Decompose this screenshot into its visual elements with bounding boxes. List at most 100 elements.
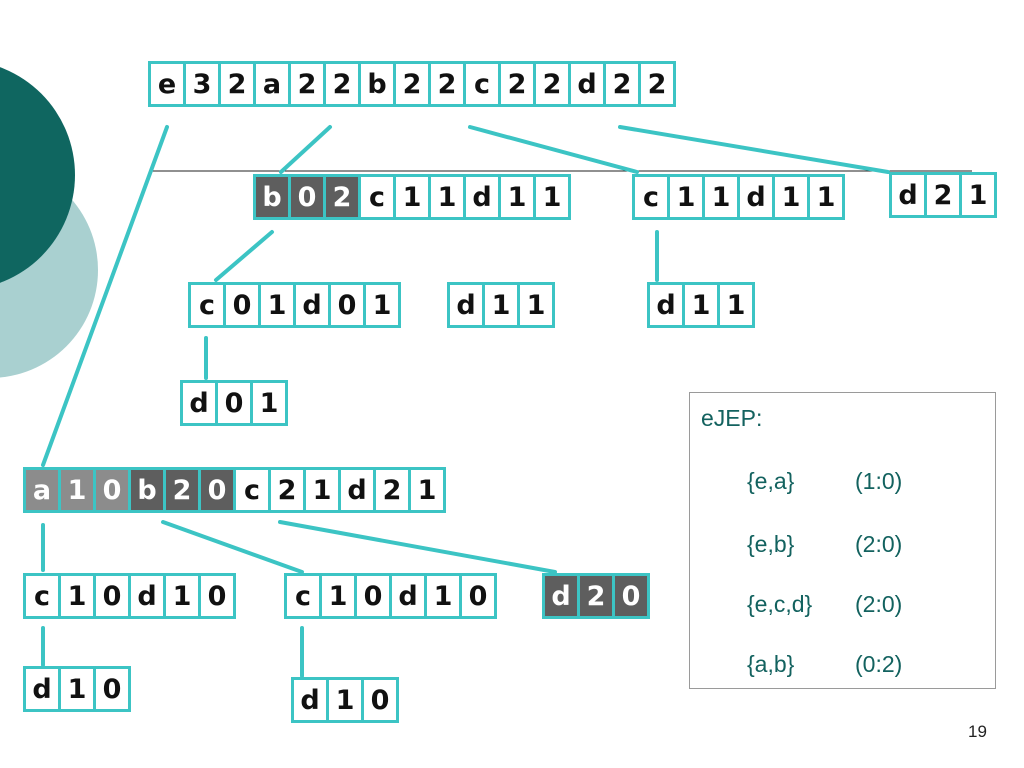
node-cell: 2 [428,61,466,107]
node-cell: b [253,174,291,220]
node-cell: 1 [58,467,96,513]
node-cell: 0 [361,677,399,723]
node-cell: d [737,174,775,220]
node-cell: 2 [268,467,306,513]
node-cell: 0 [612,573,650,619]
node-cell: d [542,573,580,619]
node-cell: 0 [215,380,253,426]
ejep-set: {e,a} [747,468,795,494]
node-cell: 1 [393,174,431,220]
node-cell: c [23,573,61,619]
node-cell: c [632,174,670,220]
node-cell: d [293,282,331,328]
node-cell: 2 [323,174,361,220]
ejep-title: eJEP: [701,405,763,431]
node-cell: d [447,282,485,328]
node-cell: c [463,61,501,107]
node-cell: b [358,61,396,107]
edge-b-branch [468,125,639,174]
node-cell: 2 [163,467,201,513]
node-cell: 0 [198,573,236,619]
node-cell: d [180,380,218,426]
node-cell: 2 [393,61,431,107]
ejep-row: {e,b} (2:0) [747,531,902,558]
node-cell: d [647,282,685,328]
node-cell: 0 [93,573,131,619]
node-cell: d [889,172,927,218]
ejep-count: (1:0) [855,468,903,494]
node-cell: 2 [577,573,615,619]
node-cell: a [23,467,61,513]
node-cell: 1 [482,282,520,328]
node-cell: 0 [223,282,261,328]
ejep-row: {e,c,d}(2:0) [747,591,902,618]
node-cell: 3 [183,61,221,107]
node-cell: 1 [250,380,288,426]
node-cell: 1 [258,282,296,328]
edge-e-branch [41,125,169,467]
node-cell: d [128,573,166,619]
node-cell: d [338,467,376,513]
ejep-row: {a,b} (0:2) [747,651,902,678]
node-cell: 1 [959,172,997,218]
node-cell: 1 [424,573,462,619]
node-cell: 2 [603,61,641,107]
node-cell: 1 [533,174,571,220]
node-cell: c [188,282,226,328]
node-cell: 2 [373,467,411,513]
dark-circle [0,67,75,283]
ejep-set: {a,b} [747,651,795,677]
node-cell: 1 [319,573,357,619]
node-cell: 0 [354,573,392,619]
ejep-row: {e,a} (1:0) [747,468,902,495]
edge-c-branch [618,125,890,174]
node-cell: c [233,467,271,513]
node-cell: 1 [702,174,740,220]
node-cell: 1 [807,174,845,220]
node-cell: 1 [428,174,466,220]
node-cell: 1 [517,282,555,328]
ejep-count: (2:0) [855,531,903,557]
node-cell: 2 [323,61,361,107]
ejep-count: (0:2) [855,651,903,677]
ejep-set: {e,b} [747,531,795,557]
page-number: 19 [968,722,987,741]
node-cell: a [253,61,291,107]
node-cell: d [568,61,606,107]
ejep-box: eJEP: {e,a} (1:0) {e,b} (2:0) {e,c,d}(2:0)… [689,392,996,689]
node-cell: 1 [667,174,705,220]
edge-a-branch [279,125,332,174]
node-cell: b [128,467,166,513]
node-cell: 2 [638,61,676,107]
node-cell: c [358,174,396,220]
node-cell: 2 [924,172,962,218]
edge-eb-branch [161,520,304,574]
node-cell: c [284,573,322,619]
node-cell: d [389,573,427,619]
node-cell: 1 [717,282,755,328]
node-cell: 2 [498,61,536,107]
node-cell: 2 [288,61,326,107]
edge-ec-branch [278,520,557,574]
node-cell: 2 [218,61,256,107]
node-cell: 0 [459,573,497,619]
node-cell: d [23,666,61,712]
node-cell: d [463,174,501,220]
node-cell: 0 [288,174,326,220]
node-cell: 2 [533,61,571,107]
node-cell: 1 [58,573,96,619]
node-cell: 1 [408,467,446,513]
